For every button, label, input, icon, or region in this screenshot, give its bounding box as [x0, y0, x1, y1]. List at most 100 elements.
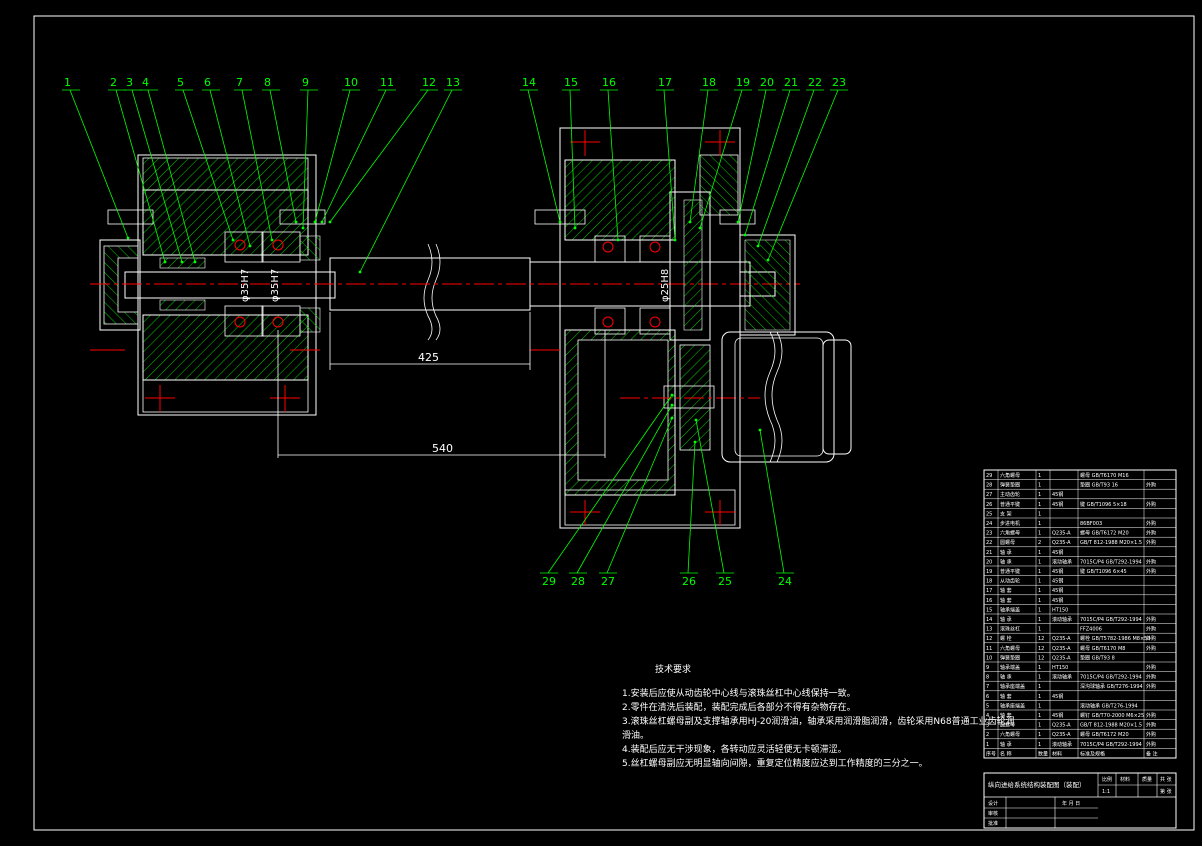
bom-cell-mat: Q235-A	[1052, 636, 1071, 642]
bom-cell-std: 7015C/P4 GB/T292-1994	[1080, 675, 1142, 681]
bom-cell-name: 弹簧垫圈	[1000, 482, 1020, 489]
bom-cell-name: 六角螺母	[1000, 731, 1020, 738]
balloon-label: 23	[832, 76, 846, 89]
balloon-leader	[527, 89, 561, 223]
bom-cell-mat: Q235-A	[1052, 540, 1071, 546]
balloon-leader	[147, 89, 196, 263]
balloon-3: 3	[124, 76, 184, 264]
bom-cell-std: 垫圈 GB/T93 16	[1080, 482, 1118, 489]
balloon-label: 8	[264, 76, 271, 89]
bom-cell-qty: 1	[1038, 569, 1041, 575]
count-label: 共 张	[1160, 776, 1172, 783]
bom-cell-note: 外购	[1146, 722, 1156, 729]
bom-cell-std: 7015C/P4 GB/T292-1994	[1080, 617, 1142, 623]
leader-dot	[670, 393, 674, 397]
bom-cell-note: 外购	[1146, 674, 1156, 681]
bom-cell-std: 螺母 GB/T6170 M16	[1080, 472, 1129, 479]
balloon-label: 29	[542, 575, 556, 588]
bom-cell-name: 六角螺母	[1000, 530, 1020, 537]
bom-cell-name: 轴 承	[1000, 549, 1012, 556]
dimensions	[277, 312, 606, 458]
bom-cell-qty: 1	[1038, 473, 1041, 479]
bom-cell-std: 垫圈 GB/T93 8	[1080, 654, 1115, 661]
dim-dia-2: φ35H7	[270, 269, 281, 302]
bom-cell-std: 键 GB/T1096 5×18	[1080, 501, 1127, 508]
bom-cell-mat: 45钢	[1052, 712, 1063, 719]
bom-cell-std: 滚动轴承 GB/T276-1994	[1080, 702, 1138, 709]
bom-cell-mat: 滚动轴承	[1052, 558, 1072, 565]
balloon-21: 21	[743, 76, 800, 237]
balloon-26: 26	[680, 440, 698, 588]
bom-cell-no: 7	[986, 684, 989, 690]
balloon-12: 12	[328, 76, 438, 224]
bom-cell-no: 27	[986, 492, 992, 498]
sheet-label: 第 张	[1160, 788, 1172, 795]
balloon-label: 21	[784, 76, 798, 89]
bom-cell-no: 18	[986, 579, 992, 585]
bom-cell-no: 2	[986, 732, 989, 738]
designer-label: 设计	[988, 800, 998, 807]
bom-cell-no: 19	[986, 569, 992, 575]
bom-cell-qty: 1	[1038, 713, 1041, 719]
balloon-label: 16	[602, 76, 616, 89]
stepper-motor	[721, 331, 852, 463]
bom-cell-no: 12	[986, 636, 992, 642]
bom-cell-no: 6	[986, 694, 989, 700]
balloon-leader	[269, 89, 297, 223]
bom-cell-name: 圆螺母	[1000, 722, 1015, 729]
requirement-line-4: 滑油。	[622, 729, 649, 741]
bom-cell-no: 21	[986, 550, 992, 556]
leader-dot	[736, 220, 740, 224]
balloon-25: 25	[694, 418, 734, 588]
balloon-leader	[547, 394, 673, 574]
bom-cell-mat: Q235-A	[1052, 655, 1071, 661]
requirement-line-6: 5.丝杠螺母副应无明显轴向间隙，重复定位精度应达到工作精度的三分之一。	[622, 757, 928, 769]
bom-cell-std: FFZ4006	[1080, 627, 1102, 633]
bom-cell-qty: 1	[1038, 492, 1041, 498]
dim-dia-1: φ35H7	[240, 269, 251, 302]
bom-cell-name: 步进电机	[1000, 520, 1020, 527]
balloon-label: 27	[601, 575, 615, 588]
balloon-label: 15	[564, 76, 578, 89]
requirement-line-3: 3.滚珠丝杠螺母副及支撑轴承用HJ-20润滑油，轴承采用润滑脂润滑，齿轮采用N6…	[622, 715, 1015, 727]
bom-cell-note: 外购	[1146, 520, 1156, 527]
bom-cell-std: 深沟球轴承 GB/T276-1994	[1080, 683, 1143, 690]
leader-dot	[126, 236, 130, 240]
balloon-4: 4	[140, 76, 197, 264]
bom-cell-qty: 1	[1038, 550, 1041, 556]
bom-cell-name: 轴承座端盖	[1000, 702, 1025, 709]
bom-cell-std: 7015C/P4 GB/T292-1994	[1080, 742, 1142, 748]
bom-cell-qty: 1	[1038, 502, 1041, 508]
leader-dot	[616, 238, 620, 242]
balloon-label: 10	[344, 76, 358, 89]
leader-dot	[698, 226, 702, 230]
bom-cell-qty: 数量	[1038, 750, 1048, 757]
bom-cell-name: 圆螺母	[1000, 539, 1015, 546]
bom-cell-note: 备 注	[1146, 750, 1158, 757]
bom-cell-no: 26	[986, 502, 992, 508]
balloon-label: 2	[110, 76, 117, 89]
bom-cell-name: 轴承端盖	[1000, 664, 1020, 671]
bom-cell-note: 外购	[1146, 635, 1156, 642]
sheet-border	[33, 15, 1195, 831]
leader-dot	[670, 403, 674, 407]
balloon-leader	[757, 89, 815, 247]
bom-cell-name: 普通平键	[1000, 501, 1020, 508]
requirement-line-2: 2.零件在清洗后装配，装配完成后各部分不得有杂物存在。	[622, 701, 856, 713]
bom-cell-name: 轴 承	[1000, 558, 1012, 565]
balloon-label: 6	[204, 76, 211, 89]
leader-dot	[313, 220, 317, 224]
balloon-label: 7	[236, 76, 243, 89]
bom-cell-no: 24	[986, 521, 992, 527]
bom-cell-name: 轴 套	[1000, 693, 1012, 700]
bom-cell-qty: 1	[1038, 579, 1041, 585]
bom-cell-note: 外购	[1146, 626, 1156, 633]
